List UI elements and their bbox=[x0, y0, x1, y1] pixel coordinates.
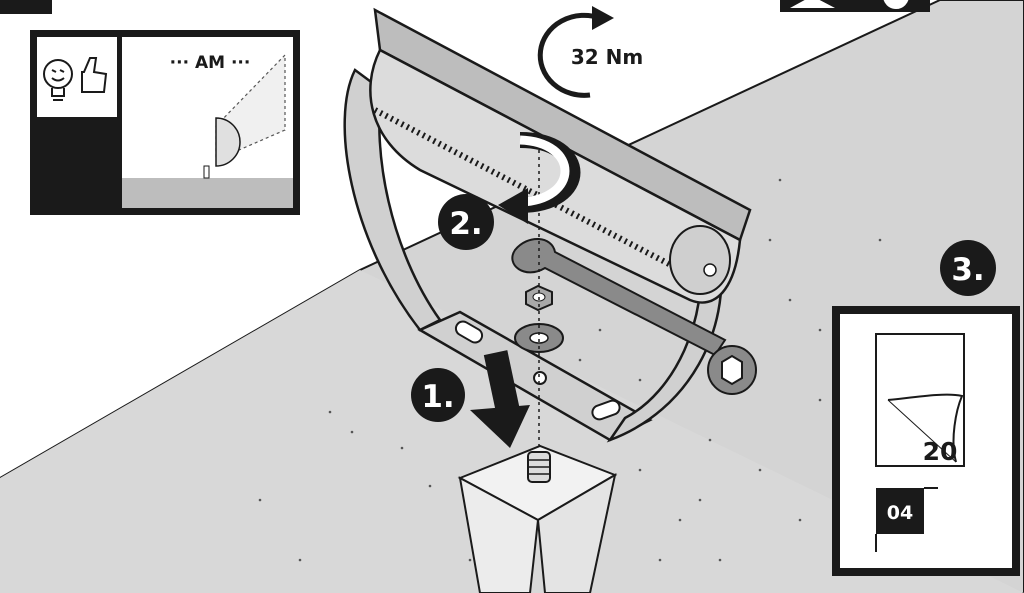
step-1-label: 1. bbox=[421, 379, 454, 415]
time-label: ··· AM ··· bbox=[170, 53, 251, 73]
hint-panel: ··· AM ··· bbox=[30, 30, 300, 215]
calendar-month-number: 04 bbox=[887, 502, 913, 524]
calendar-day-number: 20 bbox=[923, 437, 958, 466]
calendar-page-icon bbox=[875, 333, 965, 467]
floor-dots bbox=[258, 178, 882, 562]
tighten-arrow-icon bbox=[498, 132, 581, 224]
step-3-badge: 3. bbox=[940, 240, 996, 296]
sunlight-beam bbox=[203, 53, 286, 179]
down-arrow-icon bbox=[470, 350, 530, 448]
washer bbox=[514, 323, 564, 353]
wrench bbox=[511, 238, 757, 395]
step-2-label: 2. bbox=[449, 206, 482, 242]
post bbox=[457, 444, 618, 593]
torque-value: 32 Nm bbox=[571, 45, 643, 69]
calendar-panel: 20 04 bbox=[832, 306, 1020, 576]
torque-indicator: 32 Nm bbox=[537, 6, 643, 98]
step-1-badge: 1. bbox=[411, 368, 465, 422]
corner-badge-left bbox=[0, 0, 52, 14]
step-3-label: 3. bbox=[951, 252, 984, 288]
lightbulb-thumbs-up-icon bbox=[43, 57, 108, 101]
floodlight-head bbox=[369, 7, 752, 304]
corner-icons bbox=[780, 0, 930, 12]
step-2-badge: 2. bbox=[438, 194, 494, 250]
